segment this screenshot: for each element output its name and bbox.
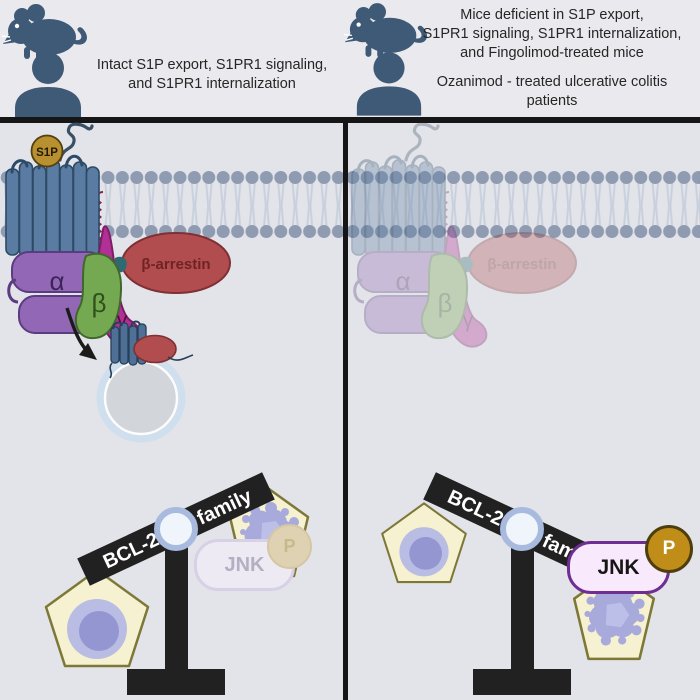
header-band: Intact S1P export, S1PR1 signaling, and …: [0, 0, 700, 123]
healthy-cell: [44, 568, 150, 668]
panel-divider: [343, 117, 348, 700]
s1p-ligand: [30, 134, 64, 168]
internalized-receptor: [109, 320, 194, 379]
scale-base: [473, 669, 571, 695]
healthy-cell: [381, 502, 467, 584]
header-right-text-2: Ozanimod - treated ulcerative colitis pa…: [408, 73, 696, 111]
phospho-badge-inactive: P: [267, 524, 312, 569]
header-right-line3: and Fingolimod-treated mice: [460, 45, 644, 62]
internalization-arrowhead: [79, 343, 97, 360]
header-left-text: Intact S1P export, S1PR1 signaling, and …: [86, 56, 338, 94]
header-left-line1: Intact S1P export, S1PR1 signaling,: [96, 57, 328, 73]
internalized-arrestin: [133, 334, 177, 364]
pathway-scene: β-arrestin α β γ: [0, 122, 700, 695]
person-icon: [15, 52, 81, 117]
jnk-pill-active: JNK: [567, 541, 670, 594]
scale-pivot: [154, 507, 198, 551]
bcl2-balance-left: BCL-2 family: [44, 472, 310, 695]
phospho-badge-active: P: [645, 525, 693, 573]
header-right-line4: Ozanimod - treated ulcerative colitis: [436, 74, 668, 90]
header-right-line2: S1PR1 signaling, S1PR1 internalization,: [422, 26, 682, 43]
panel-left-active: S1P: [4, 122, 310, 695]
endocytic-vesicle: [96, 320, 194, 443]
scale-base: [127, 669, 225, 695]
header-left-line2: and S1PR1 internalization: [128, 76, 296, 93]
mouse-icon: [2, 4, 87, 60]
scale-pivot: [500, 507, 544, 551]
s1p-label: S1P: [36, 147, 58, 159]
scale-post: [165, 528, 188, 673]
lipid-bilayer: [0, 168, 700, 244]
header-right-text-1: Mice deficient in S1P export, S1PR1 sign…: [408, 6, 696, 63]
scale-post: [511, 528, 534, 673]
header-right-line5: patients: [526, 93, 578, 110]
header-right-line1: Mice deficient in S1P export,: [460, 7, 644, 23]
mouse-icon: [344, 3, 428, 58]
person-icon: [356, 52, 422, 116]
